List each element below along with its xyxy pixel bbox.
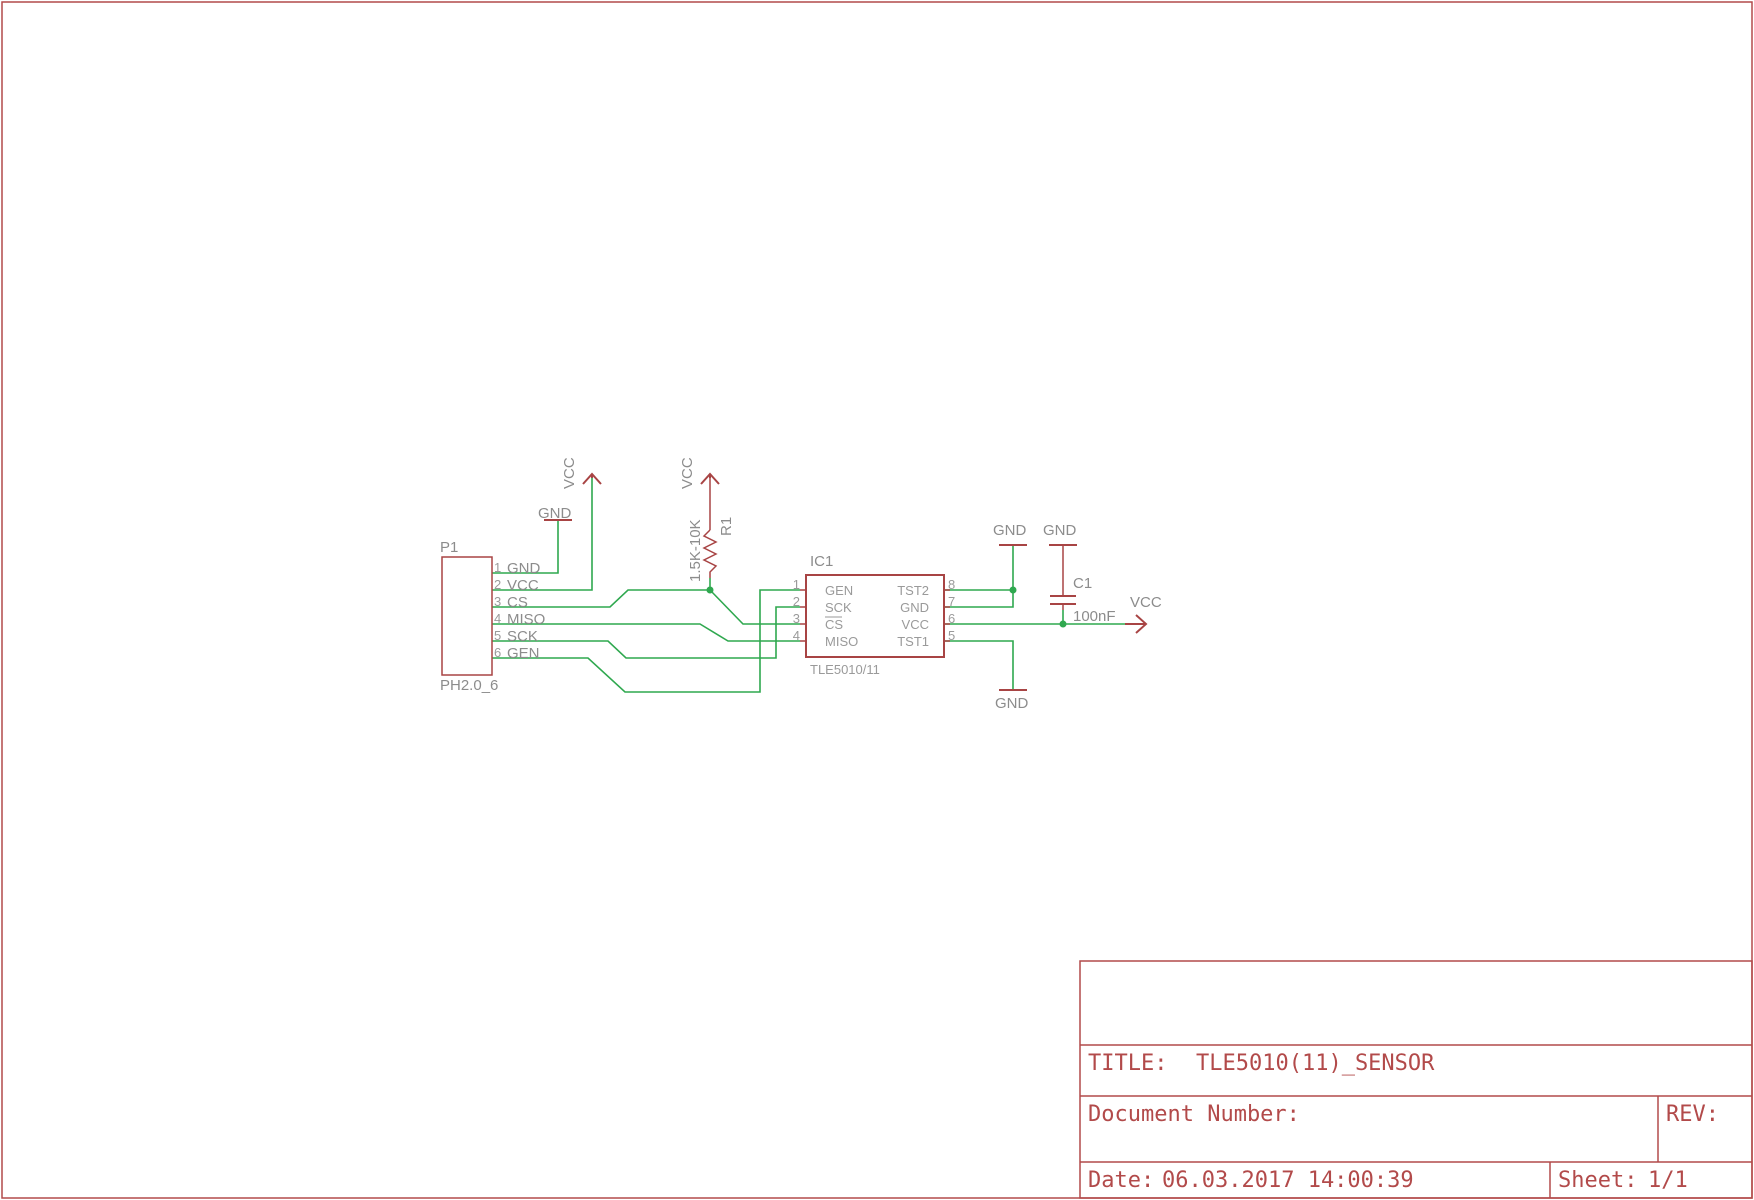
connector-pin-num: 6 bbox=[494, 645, 501, 660]
connector-pin-name: SCK bbox=[507, 628, 538, 645]
connector-pin-num: 3 bbox=[494, 594, 501, 609]
ic-pin-num: 2 bbox=[793, 594, 800, 609]
vcc-label: VCC bbox=[1130, 594, 1162, 611]
connector-pin-name: GND bbox=[507, 560, 541, 577]
vcc-symbol-p1: VCC bbox=[561, 457, 602, 489]
title-block: TITLE: TLE5010(11)_SENSOR Document Numbe… bbox=[1079, 960, 1753, 1199]
vcc-symbol-right: VCC bbox=[1125, 594, 1162, 634]
wire-p1-gnd bbox=[492, 520, 559, 574]
vcc-label: VCC bbox=[679, 457, 696, 489]
connector-value: PH2.0_6 bbox=[440, 677, 498, 694]
title-value: TLE5010(11)_SENSOR bbox=[1196, 1051, 1435, 1076]
gnd-symbol-p1: GND bbox=[538, 505, 572, 522]
connector-pin-name: MISO bbox=[507, 611, 545, 628]
wire-p1-vcc bbox=[492, 478, 593, 591]
connector-pin-num: 1 bbox=[494, 560, 501, 575]
wire-ic-tst1 bbox=[945, 640, 1014, 690]
ic-pin-num: 1 bbox=[793, 577, 800, 592]
capacitor-c1: C1 100nF bbox=[1050, 545, 1116, 625]
resistor-ref: R1 bbox=[718, 517, 735, 536]
connector-pins: 1 GND 2 VCC 3 CS 4 MISO 5 SCK 6 GEN bbox=[494, 560, 545, 662]
wire-p1-miso bbox=[492, 623, 800, 642]
wire-p1-cs bbox=[492, 589, 800, 625]
connector-ref: P1 bbox=[440, 539, 458, 556]
connector-pin-name: CS bbox=[507, 594, 528, 611]
ic-pin-num: 3 bbox=[793, 611, 800, 626]
connector-p1: P1 PH2.0_6 1 GND 2 VCC 3 CS 4 MISO 5 SCK… bbox=[440, 539, 545, 694]
capacitor-ref: C1 bbox=[1073, 575, 1092, 592]
gnd-label: GND bbox=[538, 505, 572, 522]
document-number-label: Document Number: bbox=[1088, 1102, 1300, 1127]
ic-pin-name: GND bbox=[900, 600, 929, 615]
junction-vcc-node bbox=[1059, 620, 1067, 628]
wire-p1-sck bbox=[492, 606, 800, 659]
ic-pin-name: VCC bbox=[902, 617, 929, 632]
connector-pin-num: 2 bbox=[494, 577, 501, 592]
connector-pin-name: GEN bbox=[507, 645, 540, 662]
ic-pin-name: GEN bbox=[825, 583, 853, 598]
ic-pin-num: 7 bbox=[948, 594, 955, 609]
connector-pin-num: 5 bbox=[494, 628, 501, 643]
gnd-symbol-ic-top: GND bbox=[993, 522, 1027, 546]
capacitor-value: 100nF bbox=[1073, 608, 1116, 625]
junction-cs-node bbox=[706, 586, 714, 594]
ic-pin-num: 8 bbox=[948, 577, 955, 592]
rev-label: REV: bbox=[1666, 1102, 1719, 1127]
gnd-label: GND bbox=[993, 522, 1027, 539]
ic-pin-num: 6 bbox=[948, 611, 955, 626]
date-value: 06.03.2017 14:00:39 bbox=[1162, 1168, 1414, 1193]
ic-ref: IC1 bbox=[810, 553, 833, 570]
wire-p1-gen bbox=[492, 589, 800, 693]
connector-pin-name: VCC bbox=[507, 577, 539, 594]
vcc-symbol-r1: VCC bbox=[679, 457, 720, 489]
gnd-symbol-cap: GND bbox=[1043, 522, 1077, 546]
ic-pin-num: 5 bbox=[948, 628, 955, 643]
resistor-r1: R1 1.5K-10K bbox=[687, 478, 735, 582]
sheet-label: Sheet: bbox=[1558, 1168, 1637, 1193]
connector-pin-num: 4 bbox=[494, 611, 501, 626]
ic-pin-name: SCK bbox=[825, 600, 852, 615]
ic-value: TLE5010/11 bbox=[810, 662, 880, 677]
ic-pin-name: MISO bbox=[825, 634, 858, 649]
sheet-value: 1/1 bbox=[1648, 1168, 1688, 1193]
gnd-label: GND bbox=[995, 695, 1029, 712]
title-label: TITLE: bbox=[1088, 1051, 1167, 1076]
wire-ic-gnd bbox=[945, 545, 1014, 608]
ic-pin-name: TST1 bbox=[897, 634, 929, 649]
resistor-value: 1.5K-10K bbox=[687, 519, 704, 582]
ic-pin-name: TST2 bbox=[897, 583, 929, 598]
wires bbox=[492, 478, 1125, 693]
date-label: Date: bbox=[1088, 1168, 1154, 1193]
ic-pin-name: CS bbox=[825, 617, 843, 632]
junction-gnd-node bbox=[1009, 586, 1017, 594]
ic1: IC1 TLE5010/11 1 GEN 2 SCK 3 CS 4 MISO 8… bbox=[793, 553, 955, 677]
vcc-label: VCC bbox=[561, 457, 578, 489]
ic-pin-num: 4 bbox=[793, 628, 800, 643]
gnd-symbol-ic-bottom: GND bbox=[995, 689, 1029, 712]
gnd-label: GND bbox=[1043, 522, 1077, 539]
